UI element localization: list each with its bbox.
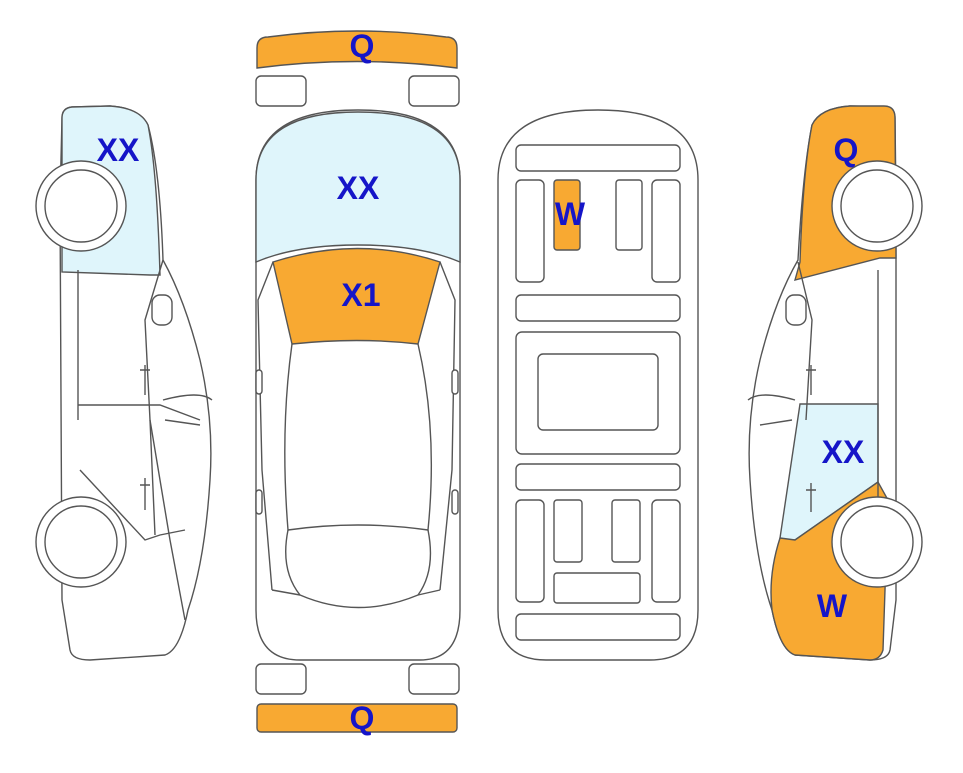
right-side-view: Q XX W [747, 105, 923, 661]
left-side-rear-wheel [35, 496, 127, 588]
underbody-part [553, 179, 581, 251]
underbody-part-label: W [555, 196, 586, 232]
hood-label: XX [337, 170, 380, 206]
left-side-front-wheel [35, 160, 127, 252]
right-side-front-wheel [831, 496, 923, 588]
top-view: Q XX X1 Q [255, 28, 461, 736]
front-bumper-label: Q [350, 28, 375, 64]
left-front-fender-label: XX [97, 132, 140, 168]
front-bumper [256, 30, 458, 69]
left-side-view: XX [35, 105, 213, 661]
rear-bumper-label: Q [350, 700, 375, 736]
hood [255, 111, 461, 264]
right-rear-quarter-label: Q [834, 132, 859, 168]
underbody-view: W [497, 109, 699, 661]
right-rear-door-label: XX [822, 434, 865, 470]
right-side-rear-wheel [831, 160, 923, 252]
right-front-fender-label: W [817, 588, 848, 624]
windshield-label: X1 [341, 277, 380, 313]
rear-bumper [256, 703, 458, 733]
